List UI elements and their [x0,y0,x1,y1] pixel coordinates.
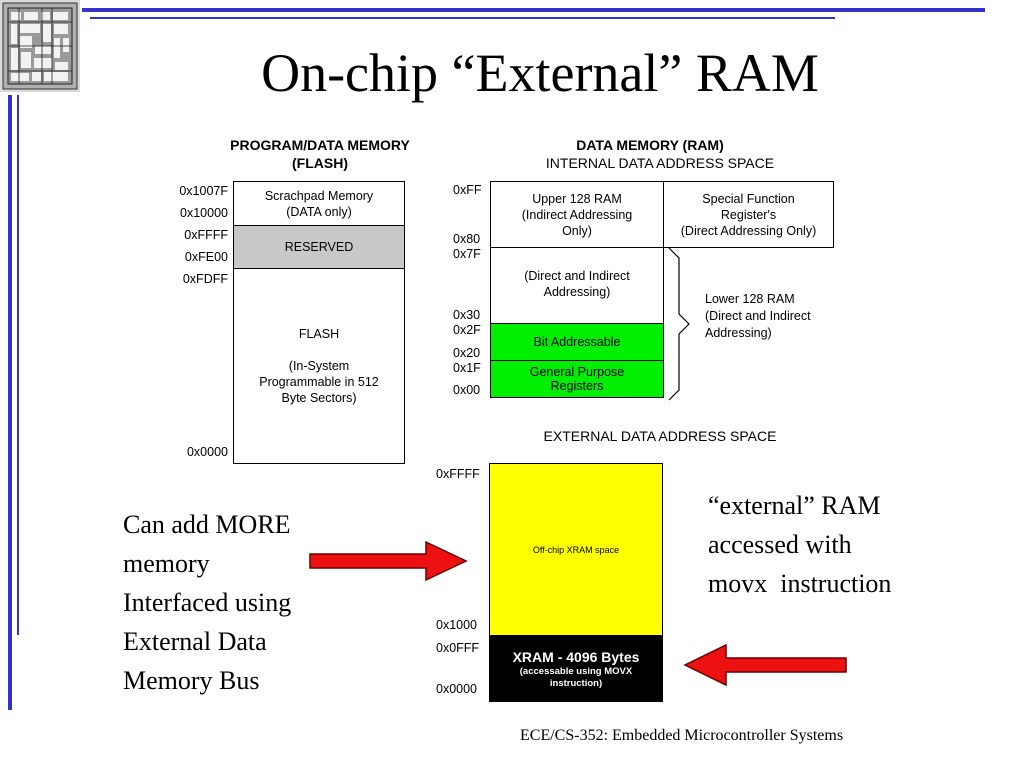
upper-ram-label: Upper 128 RAM [532,191,622,206]
right-note-line-2: accessed with [708,530,852,559]
xram-title: XRAM - 4096 Bytes [512,648,640,665]
reserved-label: RESERVED [284,240,354,254]
left-note-line-4: External Data [123,627,267,656]
xram-block: XRAM - 4096 Bytes (accessable using MOVX… [489,635,663,702]
right-note-line-3: movx instruction [708,569,892,598]
flash-desc-3: Byte Sectors) [281,391,357,405]
flash-desc-1: (In-System [288,359,350,373]
flash-heading-2: (FLASH) [292,155,348,171]
ext-addr-0fff: 0x0FFF [436,641,480,655]
upper-128-ram-block: Upper 128 RAM (Indirect Addressing Only) [490,181,664,248]
flash-desc-2: Programmable in 512 [259,375,379,389]
lower-128-label: Lower 128 RAM (Direct and Indirect Addre… [705,291,811,342]
flash-block: FLASH (In-System Programmable in 512 Byt… [233,268,405,464]
ram-addr-1f: 0x1F [453,361,481,375]
scratchpad-block: Scrachpad Memory (DATA only) [233,181,405,226]
flash-addr-1007f: 0x1007F [179,184,228,198]
ram-addr-7f: 0x7F [453,247,481,261]
reserved-block: RESERVED [233,225,405,269]
slide-footer: ECE/CS-352: Embedded Microcontroller Sys… [520,727,844,744]
flash-label: FLASH [298,327,340,341]
arrow-right-icon [309,540,468,582]
xram-desc-1: (accessable using MOVX [519,665,633,677]
direct-indirect-desc: Addressing) [543,285,611,299]
flash-addr-fe00: 0xFE00 [184,250,228,264]
upper-ram-desc-2: Only) [562,223,592,238]
internal-heading: INTERNAL DATA ADDRESS SPACE [545,155,775,171]
ram-addr-2f: 0x2F [453,323,481,337]
ram-addr-00: 0x00 [453,383,481,397]
slide-title: On-chip “External” RAM [261,43,819,103]
flash-addr-10000: 0x10000 [180,206,228,220]
flash-addr-ffff: 0xFFFF [184,228,228,242]
left-rule-thin [17,95,19,635]
sfr-desc-2: (Direct Addressing Only) [680,223,817,238]
offchip-xram-block: Off-chip XRAM space [489,463,663,636]
direct-indirect-label: (Direct and Indirect [524,269,630,283]
ram-addr-80: 0x80 [453,232,481,246]
ram-addr-20: 0x20 [453,346,481,360]
scratchpad-sublabel: (DATA only) [286,204,352,219]
upper-ram-desc-1: (Indirect Addressing [521,207,633,222]
gpr-label: General Purpose [529,365,625,379]
flash-addr-0000: 0x0000 [186,445,228,459]
ext-addr-ffff: 0xFFFF [436,467,480,481]
flash-addr-fdff: 0xFDFF [182,272,228,286]
direct-indirect-block: (Direct and Indirect Addressing) [490,247,664,324]
left-note-line-5: Memory Bus [123,666,260,695]
ext-addr-1000: 0x1000 [436,618,478,632]
xram-desc-2: instruction) [549,677,603,689]
sfr-label: Special Function [702,191,795,206]
offchip-xram-label: Off-chip XRAM space [532,544,620,555]
external-heading: EXTERNAL DATA ADDRESS SPACE [543,428,777,444]
left-note-line-1: Can add MORE [123,510,291,539]
lower-128-desc-2: Addressing) [705,326,772,340]
gpr-block: General Purpose Registers [490,360,664,398]
right-note: “external” RAM accessed with movx instru… [708,486,891,603]
arrow-left-icon [683,643,847,687]
lower-128-title: Lower 128 RAM [705,292,795,306]
ext-addr-0000: 0x0000 [436,682,478,696]
bit-addressable-label: Bit Addressable [533,335,621,349]
data-mem-heading: DATA MEMORY (RAM) [576,137,724,153]
left-note-line-3: Interfaced using [123,588,292,617]
right-note-line-1: “external” RAM [708,491,881,520]
lower-128-desc-1: (Direct and Indirect [705,309,811,323]
scratchpad-label: Scrachpad Memory [264,188,374,203]
left-note-line-2: memory [123,549,210,578]
lower-128-brace [668,247,690,401]
ram-addr-30: 0x30 [453,308,481,322]
left-rule-thick [8,95,12,710]
top-rule-thick [82,8,985,12]
ram-addr-ff: 0xFF [453,183,482,197]
sfr-block: Special Function Register's (Direct Addr… [663,181,834,248]
flash-heading-1: PROGRAM/DATA MEMORY [230,137,410,153]
sfr-desc-1: Register's [720,207,777,222]
bit-addressable-block: Bit Addressable [490,323,664,361]
left-note: Can add MORE memory Interfaced using Ext… [123,505,291,700]
chip-die-icon [0,0,80,92]
gpr-desc: Registers [550,379,604,393]
top-rule-thin [90,17,835,19]
